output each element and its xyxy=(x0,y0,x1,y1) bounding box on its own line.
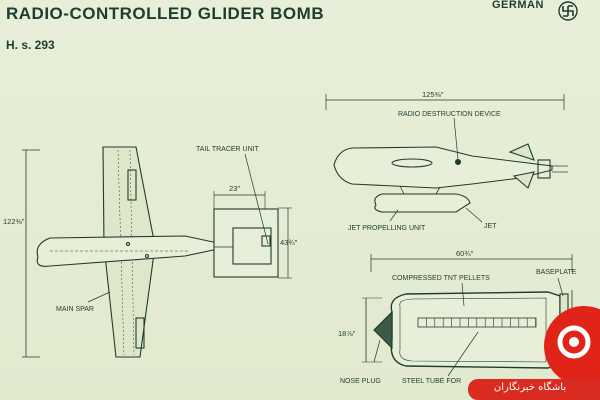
jet-label: JET xyxy=(484,223,497,230)
warhead-diameter-dimension: 18⅞" xyxy=(338,329,356,338)
watermark-text: باشگاه خبرنگاران xyxy=(493,382,567,393)
watermark-bar xyxy=(468,379,600,400)
overall-length-dimension: 125⅜" xyxy=(422,90,444,99)
steel-tube-label: STEEL TUBE FOR xyxy=(402,378,461,385)
radio-device-label: RADIO DESTRUCTION DEVICE xyxy=(398,111,501,118)
model-designation: H. s. 293 xyxy=(6,38,55,52)
jet-unit-label: JET PROPELLING UNIT xyxy=(348,225,426,232)
tail-span-dimension: 43¾" xyxy=(280,238,298,247)
tnt-label: COMPRESSED TNT PELLETS xyxy=(392,275,490,282)
watermark-glyph xyxy=(557,325,591,359)
tnt-pellets xyxy=(426,318,536,327)
wing-span-dimension: 122⅜" xyxy=(3,217,25,226)
page-title: RADIO-CONTROLLED GLIDER BOMB xyxy=(6,4,325,23)
tail-width-dimension: 23" xyxy=(229,184,240,193)
swastika-icon xyxy=(558,1,578,21)
main-spar-label: MAIN SPAR xyxy=(56,306,94,313)
warhead-length-dimension: 60¾" xyxy=(456,249,474,258)
nose-plug-label: NOSE PLUG xyxy=(340,378,381,385)
country-label: GERMAN xyxy=(492,0,544,11)
baseplate-label: BASEPLATE xyxy=(536,269,577,276)
side-view-drawing xyxy=(325,94,568,223)
plan-view-drawing xyxy=(22,146,292,358)
news-logo-icon xyxy=(544,306,600,386)
tail-tracer-label: TAIL TRACER UNIT xyxy=(196,146,260,153)
